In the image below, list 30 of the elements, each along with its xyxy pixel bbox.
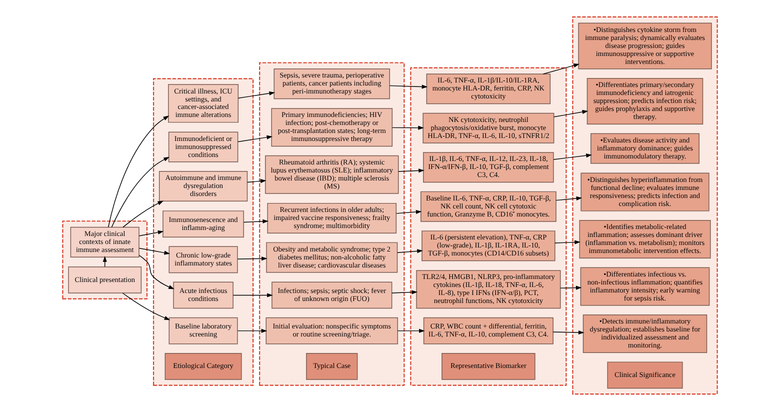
arrow	[237, 135, 272, 142]
arrow	[391, 290, 418, 294]
arrow	[396, 249, 422, 254]
arrow	[122, 292, 170, 320]
arrow	[110, 156, 170, 228]
arrow	[246, 179, 266, 184]
arrow	[238, 91, 275, 98]
arrow	[560, 286, 582, 290]
arrow	[107, 116, 169, 228]
arrow	[392, 126, 424, 130]
cluster	[62, 220, 148, 300]
arrow	[236, 328, 267, 333]
arrow	[542, 64, 579, 74]
arrow	[138, 230, 164, 236]
arrow	[122, 200, 164, 228]
arrow	[552, 154, 592, 160]
arrow	[243, 219, 268, 224]
arrow	[138, 254, 174, 290]
arrow	[552, 330, 584, 335]
arrow	[555, 196, 582, 201]
arrow	[396, 210, 422, 214]
cluster	[152, 78, 254, 386]
arrow	[554, 240, 580, 244]
arrow	[232, 293, 272, 298]
arrow	[398, 168, 424, 173]
arrow	[388, 84, 428, 89]
arrow	[553, 110, 588, 118]
arrow	[236, 256, 267, 261]
arrow	[396, 328, 424, 333]
arrow	[138, 248, 170, 255]
